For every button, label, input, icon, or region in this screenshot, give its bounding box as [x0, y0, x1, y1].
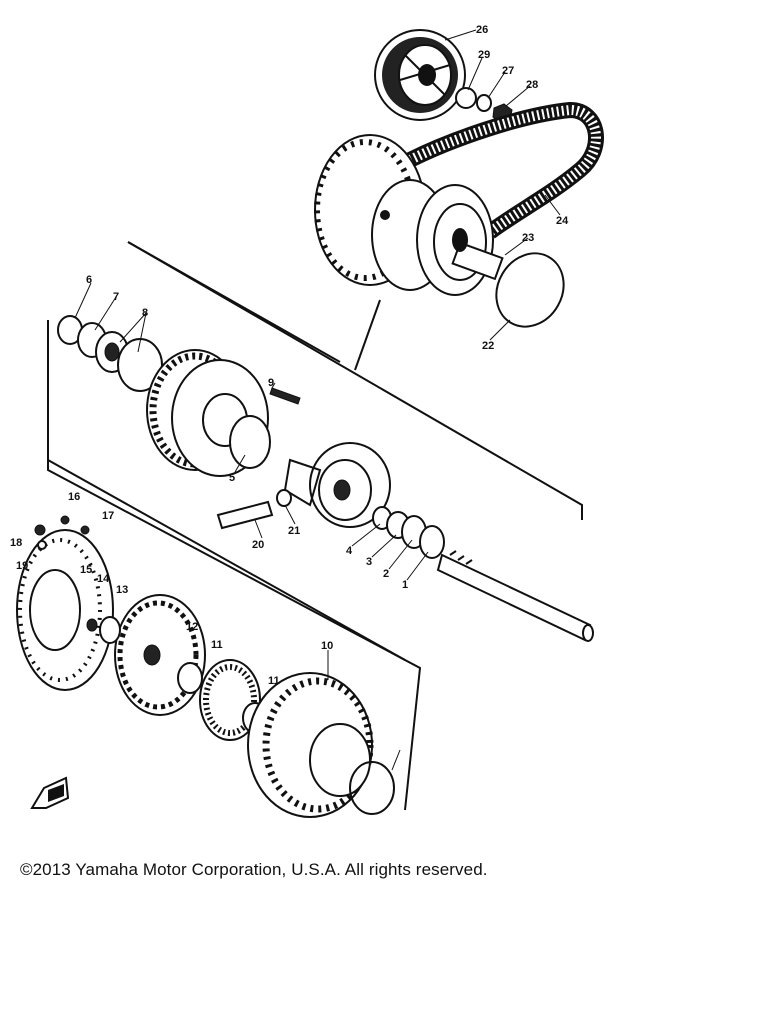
clutch-exploded-view: 26 29 27 28 24 23 22 6 7 8 9 5 1 2 3 4 2… [10, 24, 604, 818]
callout-10: 10 [321, 640, 333, 652]
washer-17b [80, 525, 90, 535]
callout-22: 22 [482, 340, 494, 352]
bolt-17 [60, 515, 70, 525]
leader-lines [74, 29, 561, 771]
spider-hub [283, 442, 391, 528]
callout-28: 28 [526, 79, 538, 91]
callout-20: 20 [252, 539, 264, 551]
callout-8: 8 [142, 307, 148, 319]
pin-20 [216, 500, 274, 530]
parts-diagram: 26 29 27 28 24 23 22 6 7 8 9 5 1 2 3 4 2… [10, 24, 604, 818]
callout-14: 14 [97, 573, 110, 585]
callout-labels: 26 29 27 28 24 23 22 6 7 8 9 5 1 2 3 4 2… [10, 24, 569, 687]
seal-5 [229, 415, 271, 469]
sheave-10 [247, 672, 395, 818]
callout-4: 4 [346, 545, 353, 557]
callout-24: 24 [556, 215, 569, 227]
o-ring-22 [495, 252, 565, 328]
callout-11a: 11 [211, 639, 223, 651]
callout-1: 1 [402, 579, 408, 591]
secondary-sheave-top [374, 29, 466, 121]
ring-11 [177, 662, 203, 694]
callout-27: 27 [502, 65, 514, 77]
bearing-stack [57, 315, 163, 392]
callout-9: 9 [268, 377, 274, 389]
callout-19: 19 [16, 560, 28, 572]
callout-26: 26 [476, 24, 488, 36]
callout-13: 13 [116, 584, 128, 596]
callout-6: 6 [86, 274, 92, 286]
callout-2: 2 [383, 568, 389, 580]
callout-15: 15 [80, 564, 92, 576]
drive-belt [406, 101, 604, 239]
washer-18 [37, 540, 47, 550]
callout-17: 17 [102, 510, 114, 522]
callout-7: 7 [113, 291, 119, 303]
callout-5: 5 [229, 472, 235, 484]
washer-21 [276, 489, 292, 507]
bracket-lines [47, 241, 583, 811]
callout-3: 3 [366, 556, 372, 568]
front-arrow-icon [30, 776, 70, 809]
washer-29 [455, 87, 477, 109]
main-shaft [436, 550, 594, 642]
callout-18: 18 [10, 537, 22, 549]
washers-1-4 [372, 506, 445, 559]
callout-12: 12 [186, 621, 198, 633]
callout-16: 16 [68, 491, 80, 503]
copyright-notice: ©2013 Yamaha Motor Corporation, U.S.A. A… [20, 860, 488, 879]
callout-21: 21 [288, 525, 300, 537]
primary-clutch-assembled [314, 134, 504, 296]
callout-29: 29 [478, 49, 490, 61]
washer-27 [476, 94, 492, 112]
bolt-16 [34, 524, 46, 536]
cover-plate [16, 529, 114, 691]
bolt-9 [269, 387, 301, 405]
callout-11b: 11 [268, 675, 280, 687]
callout-23: 23 [522, 232, 534, 244]
